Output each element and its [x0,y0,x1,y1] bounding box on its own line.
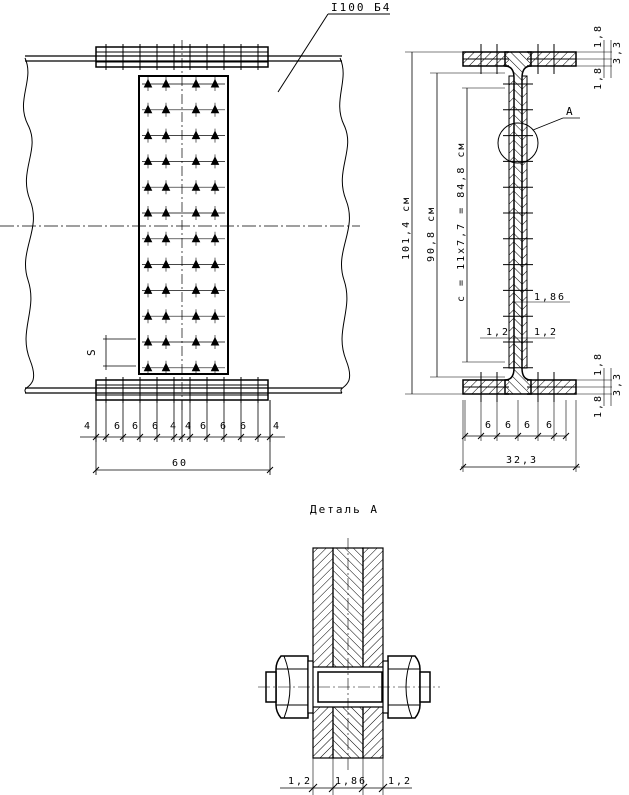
height-total-dim: 101,4 см [401,196,412,260]
section-flange-dimensions: 1,8 1,8 3,3 1,8 1,8 3,3 [593,24,623,418]
front-dim-1: 6 [114,421,122,432]
section-view [405,40,612,472]
section-bottom-dim-3: 6 [546,420,554,431]
detail-dim-right: 1,2 [388,776,412,787]
bottom-flange-dim-0: 1,8 [593,352,604,376]
dim-tick [550,432,558,440]
dim-tick [102,433,110,441]
front-dim-9: 4 [273,421,281,432]
pad-left-dim: 1,2 [486,327,510,338]
section-bottom-dim-2: 6 [524,420,532,431]
section-overall-width: 32,3 [506,455,538,466]
front-dim-7: 6 [220,421,228,432]
detail-title: Деталь А [310,503,379,516]
detail-dim-web: 1,86 [335,776,367,787]
detail-pad-left [312,547,334,759]
top-flange-dim-1: 1,8 [593,66,604,90]
dim-tick [514,432,522,440]
section-bottom-dim-1: 6 [505,420,513,431]
dim-tick [254,433,262,441]
dim-tick [562,432,570,440]
dim-tick [136,433,144,441]
detail-callout-label: A [566,105,575,118]
dim-tick [534,432,542,440]
front-dim-3: 6 [152,421,160,432]
front-dim-6: 6 [200,421,208,432]
right-break-line [339,57,351,394]
front-dim-8: 6 [240,421,248,432]
detail-callout-circle [497,122,539,164]
detail-dim-left: 1,2 [288,776,312,787]
dim-tick [119,433,127,441]
web-bolt-grid [142,77,225,375]
front-dim-0: 4 [84,421,92,432]
detail-a [258,538,440,795]
section-bottom-dim-0: 6 [485,420,493,431]
bolt-spacing-label: S [85,347,98,356]
dim-tick [186,433,194,441]
top-flange-dim-2: 3,3 [612,40,623,64]
dim-tick [153,433,161,441]
bolt-pitch-dim: c = 11x7,7 = 84,8 см [456,142,467,302]
height-web-dim: 90,8 см [426,206,437,262]
beam-web [504,51,532,395]
dim-tick [477,432,485,440]
dim-tick [203,433,211,441]
profile-label: I100 Б4 [331,1,391,14]
detail-pad-right [362,547,384,759]
pad-right-dim: 1,2 [534,327,558,338]
dim-tick [178,433,186,441]
front-dim-5: 4 [185,421,193,432]
front-overall-width: 60 [172,458,188,469]
web-splice-plate [138,75,229,375]
bottom-flange-dim-2: 3,3 [612,372,623,396]
bottom-flange-dim-1: 1,8 [593,394,604,418]
dim-tick [220,433,228,441]
dim-tick [237,433,245,441]
dim-tick [493,432,501,440]
dim-tick [170,433,178,441]
web-plate-right [521,75,528,369]
top-flange-dim-0: 1,8 [593,24,604,48]
front-view [0,13,390,475]
web-plate-left [508,75,515,369]
left-break-line [23,57,35,394]
front-dim-4: 4 [170,421,178,432]
front-dim-2: 6 [132,421,140,432]
web-plate-dim: 1,86 [534,292,566,303]
